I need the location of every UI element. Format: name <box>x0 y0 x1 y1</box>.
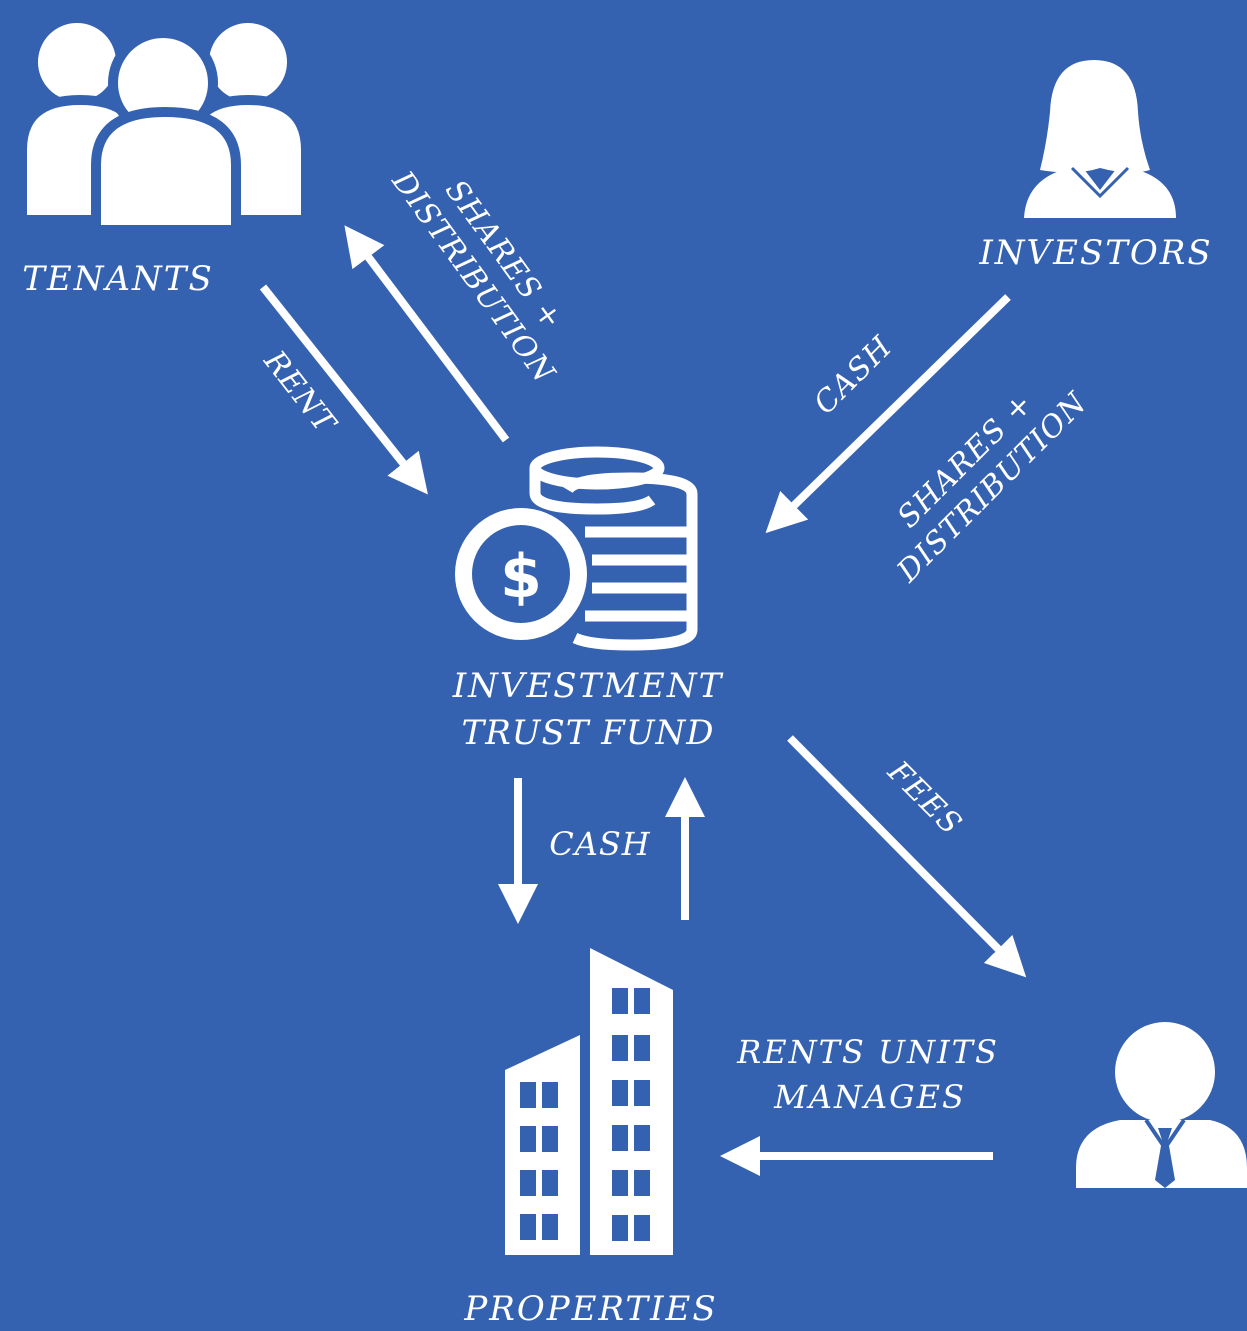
rent-arrow <box>259 284 428 495</box>
investors-label: INVESTORS <box>978 233 1212 273</box>
investor-cash-arrow <box>765 294 1011 534</box>
fund-label-line2: TRUST FUND <box>462 713 715 753</box>
manager-rents-label-line1: RENTS UNITS <box>736 1033 999 1071</box>
tenants-label: TENANTS <box>22 259 214 299</box>
office-building-icon <box>505 948 673 1255</box>
businessman-icon <box>1076 1022 1247 1188</box>
fund-label-line1: INVESTMENT <box>452 666 724 706</box>
fund-cash-label: CASH <box>549 825 651 863</box>
investor-cash-label: CASH <box>807 329 899 421</box>
fees-label: FEES <box>880 754 969 843</box>
manager-rents-label-line2: MANAGES <box>773 1078 966 1116</box>
fees-arrow <box>787 735 1027 978</box>
coins-dollar-icon: $ <box>455 446 698 651</box>
rent-label: RENT <box>256 343 343 441</box>
properties-label: PROPERTIES <box>463 1289 717 1329</box>
people-group-icon <box>17 13 311 235</box>
female-user-icon <box>1024 60 1176 218</box>
tenant-shares-arrow <box>344 225 510 443</box>
svg-text:$: $ <box>500 542 542 612</box>
